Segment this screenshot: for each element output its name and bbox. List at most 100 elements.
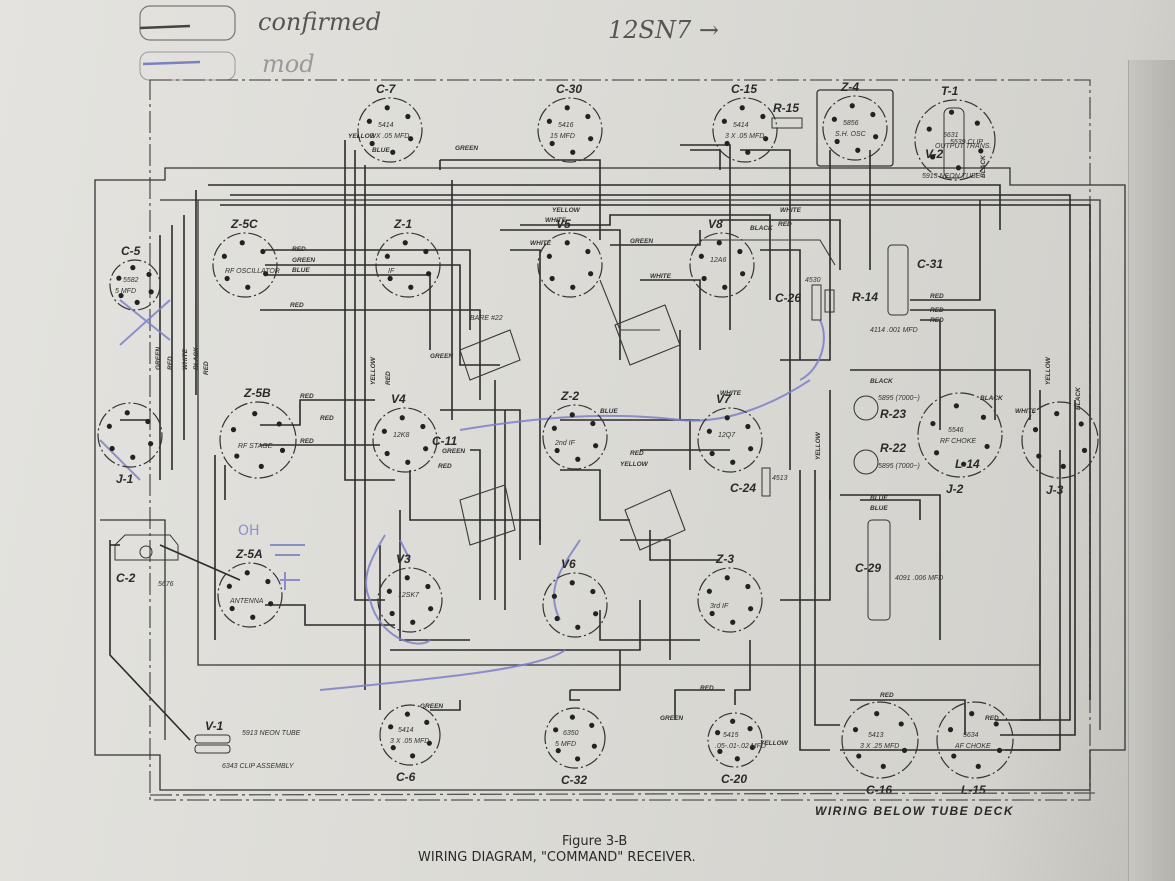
terminal [745,149,751,155]
wire-color-label: GREEN [155,347,162,370]
potentiometer-r22 [853,449,879,475]
component-part-number: 5546 [948,427,964,434]
component-spec: .05-.01-.02 MFD [715,743,766,750]
wire-color-label: RED [385,371,392,385]
terminal [260,248,266,255]
capacitor-c26 [811,284,822,321]
terminal [106,423,112,429]
terminal [428,606,434,612]
terminal [130,454,136,460]
wire-color-label: GREEN [660,715,683,722]
terminal [1060,463,1066,469]
component-spec: RF CHOKE [940,438,976,445]
terminal [404,711,411,717]
terminal [546,253,552,259]
component-outline [219,401,297,479]
component-label: V4 [391,392,406,406]
terminal [554,447,560,454]
terminal [384,253,390,259]
wire-color-label: WHITE [530,240,552,247]
c26-label: C-26 [775,291,801,305]
terminal [849,103,855,109]
component-label: V6 [561,557,576,571]
terminal [423,248,429,255]
c11-label: C-11 [432,434,457,448]
terminal [381,428,387,434]
component-spec: RF STAGE [238,443,273,450]
terminal [387,275,393,282]
terminal [716,240,722,246]
r23-part: 5895 (7000~) [878,395,920,402]
terminal [134,299,140,305]
component-spec: RF OSCILLATOR [225,268,280,275]
terminal [1078,421,1084,427]
wire-color-label: YELLOW [815,431,822,460]
resistor-r14 [824,289,835,313]
terminal [564,105,570,111]
legend-box-mod [139,51,236,81]
terminal [409,753,416,759]
terminal [569,714,576,720]
wire-color-label: RED [700,685,714,692]
terminal [747,726,753,732]
terminal [230,427,237,433]
capacitor-c24 [761,467,771,497]
component-spec: ANTENNA [229,598,264,605]
component-outline [372,407,438,473]
terminal [589,722,595,728]
terminal [549,140,555,147]
terminal [591,743,597,749]
component-outline [841,701,919,779]
c29-label: C-29 [855,561,881,575]
component-outline [537,232,603,298]
wire-color-label: BLACK [193,346,200,370]
terminal [874,711,880,717]
component-outline [109,259,161,311]
component-part-number: 5582 [123,277,139,284]
terminal [730,619,736,625]
r23-label: R-23 [880,407,906,421]
wire-color-label: GREEN [292,257,315,264]
wire-color-label: YELLOW [370,356,377,385]
terminal [701,275,707,282]
terminal [880,763,886,769]
terminal [553,727,559,733]
clip-part: 5539 CLIP [950,139,983,146]
component-outline [822,95,888,161]
terminal [714,730,721,736]
terminal [551,593,557,599]
terminal [569,412,575,418]
terminal [585,113,591,120]
terminal [855,147,861,153]
terminal [258,463,264,469]
terminal [593,611,599,617]
terminal [423,446,429,452]
terminal [749,744,756,750]
pen-modifications: OH [99,299,825,691]
neon-tube-v2 [943,107,965,179]
component-outline [357,97,423,163]
terminal [898,721,904,727]
terminal [424,719,430,725]
terminal [724,575,730,581]
terminal [426,740,432,746]
component-label: V3 [396,552,411,566]
terminal [408,284,414,290]
component-part-number: 5631 [943,132,959,139]
terminal [425,583,431,590]
component-outline [697,567,763,633]
wire-color-label: WHITE [720,390,742,397]
component-part-number: 5414 [733,122,749,129]
wire-color-label: RED [880,692,894,699]
wire-color-label: RED [930,317,944,324]
component-outline [697,407,763,473]
terminal [386,588,392,594]
component-part-number: 5413 [868,732,884,739]
terminal [390,149,396,155]
wire-color-label: YELLOW [348,133,377,140]
terminal [116,275,122,281]
